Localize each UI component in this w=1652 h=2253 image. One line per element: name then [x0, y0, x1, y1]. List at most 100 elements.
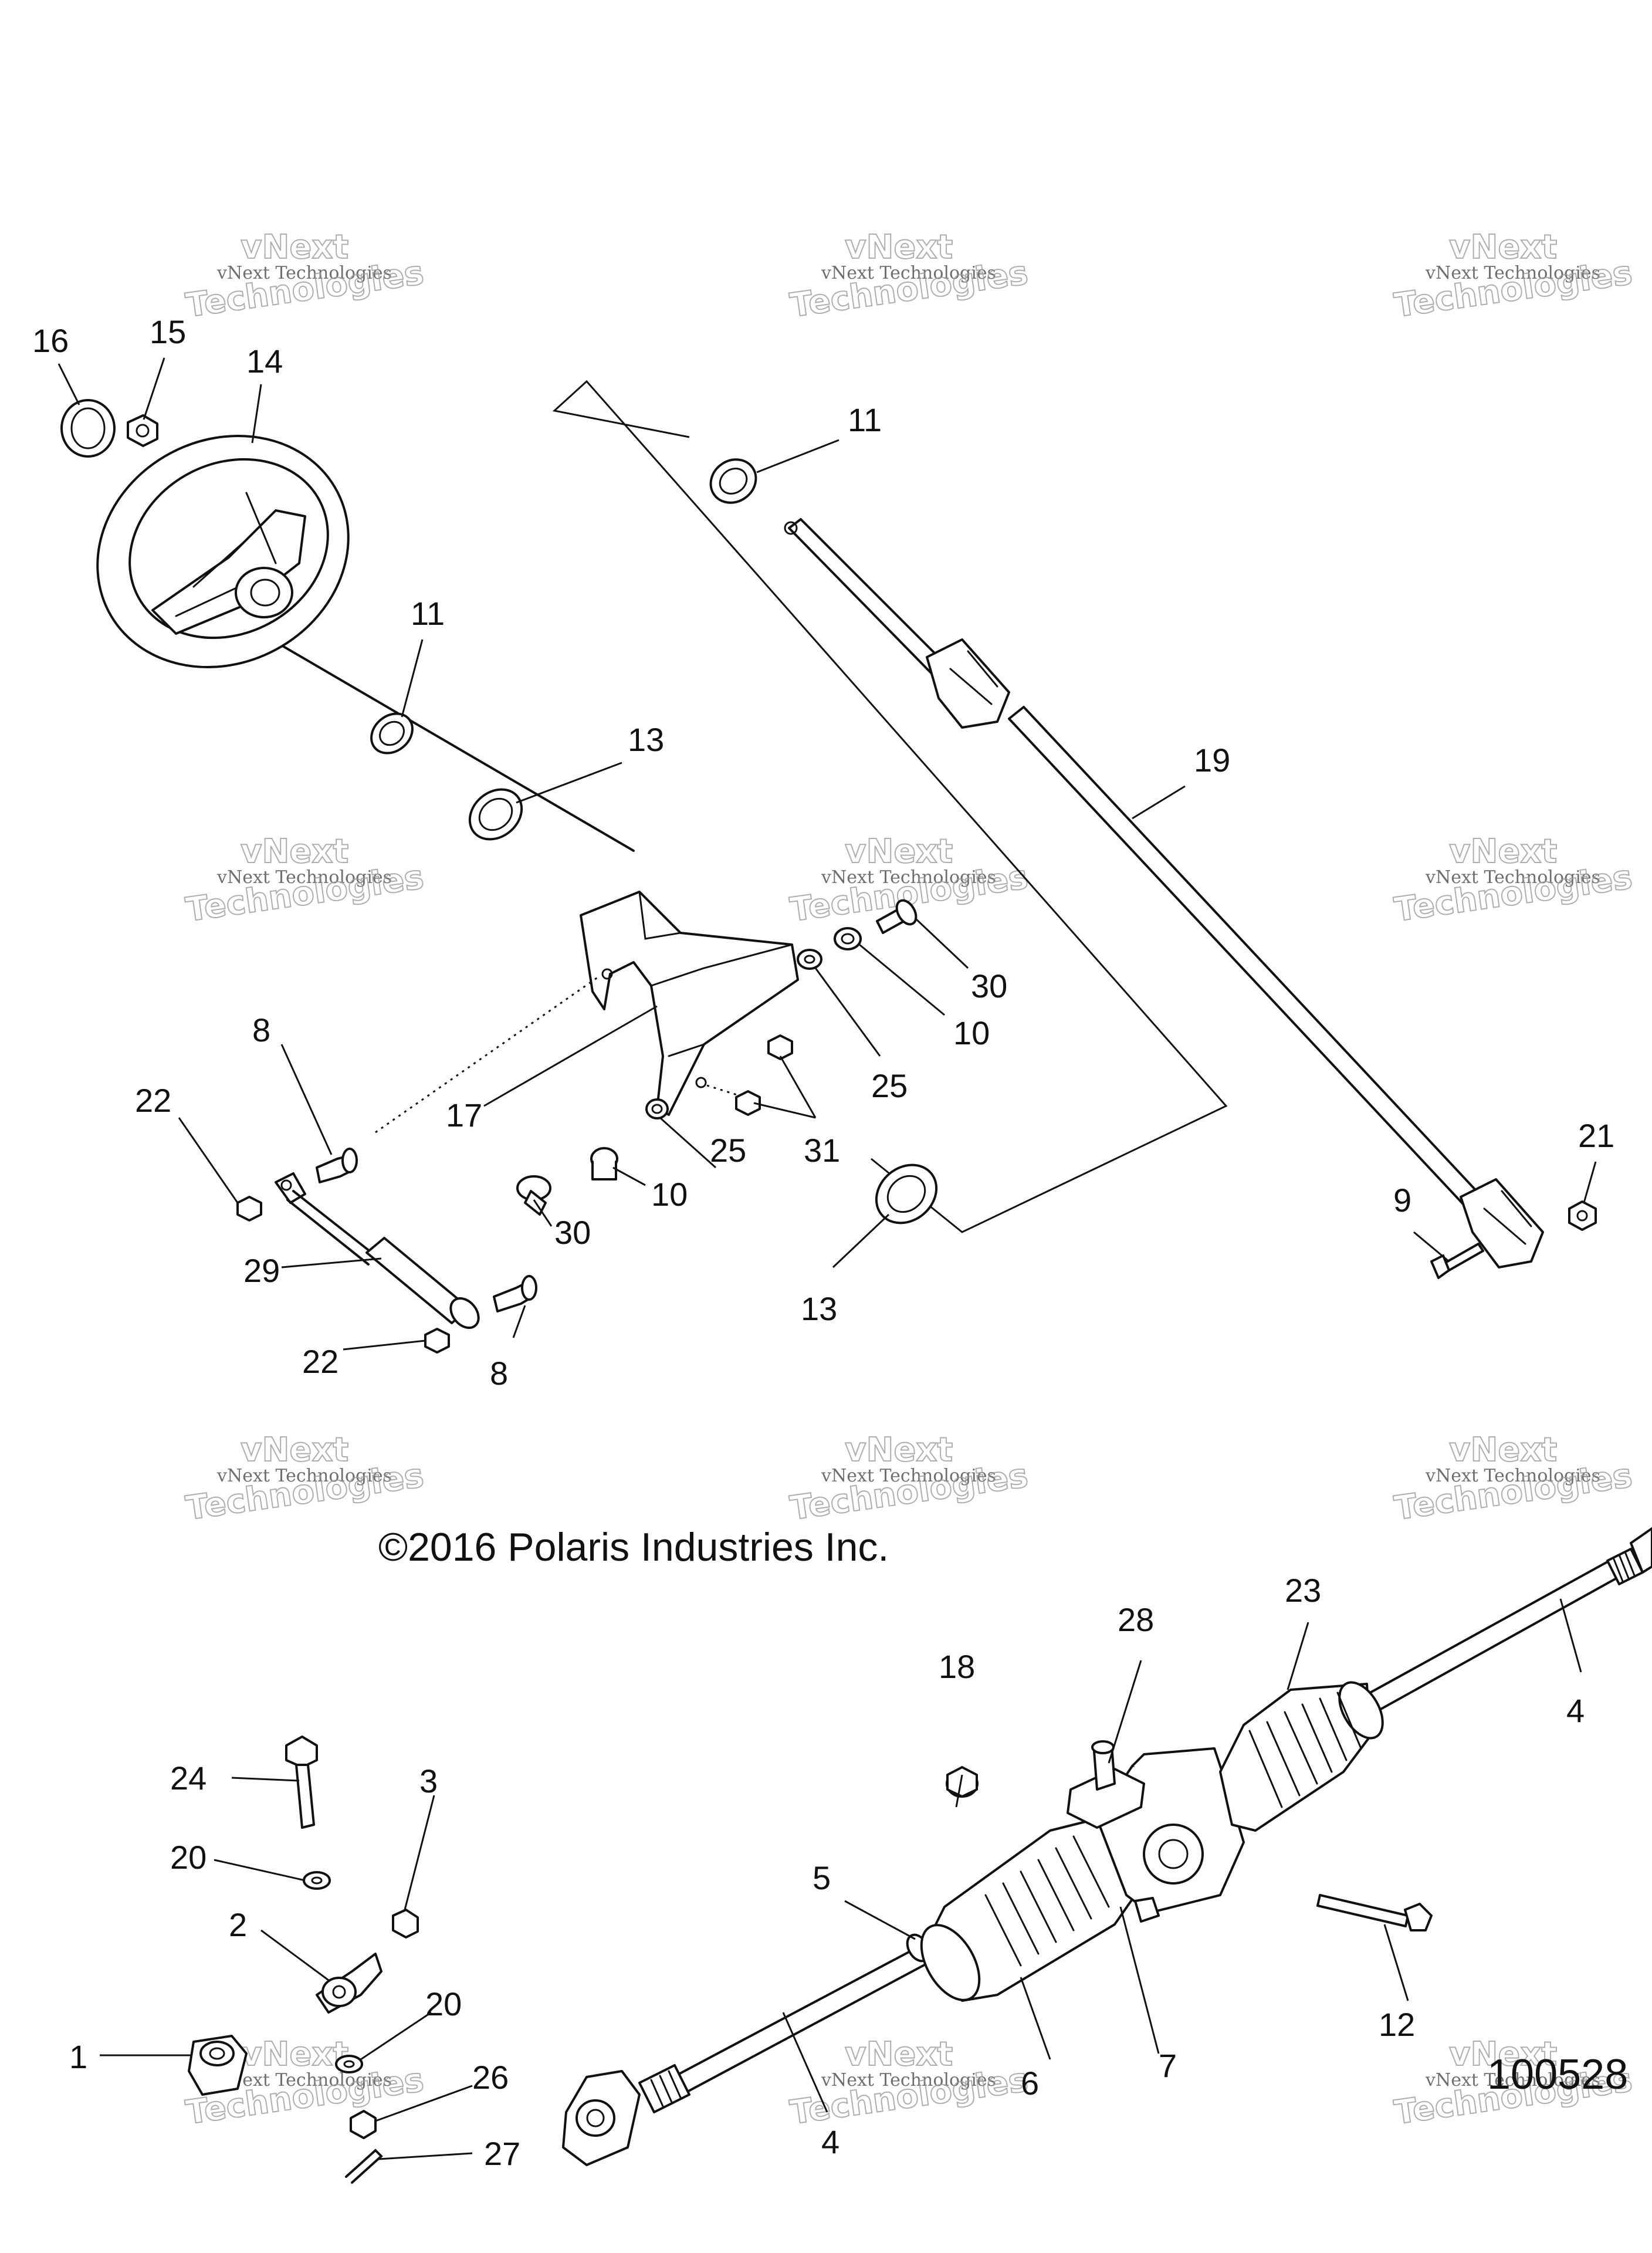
svg-text:vNext Technologies: vNext Technologies: [216, 2070, 392, 2090]
part-bolt-8-lower: [493, 1275, 537, 1312]
callout-12: 12: [1379, 2006, 1415, 2043]
callout-4-right: 4: [1566, 1692, 1585, 1729]
svg-text:vNext: vNext: [241, 2035, 348, 2073]
part-bushing-11-right: [709, 458, 757, 504]
column-axis-line: [280, 644, 635, 852]
callout-17: 17: [446, 1097, 482, 1134]
watermark-11: vNext vNext Technologies Technologies: [787, 2035, 1031, 2133]
callout-5: 5: [813, 1859, 831, 1896]
callout-8-lower: 8: [490, 1355, 508, 1392]
part-cotter-pin: [345, 2149, 383, 2184]
callout-20-upper: 20: [170, 1839, 206, 1876]
callout-27: 27: [484, 2135, 520, 2172]
callout-26: 26: [472, 2059, 509, 2096]
part-bolt-30-upper: [876, 899, 918, 934]
callouts: 16 15 14 11 13 11 19 30 10 25 17 8 22 30…: [32, 313, 1614, 2172]
part-nut-21: [1568, 1200, 1597, 1231]
part-bolt-12: [1316, 1894, 1433, 1931]
callout-13-upper: 13: [628, 721, 664, 758]
part-bearing-13-upper: [468, 788, 523, 841]
callout-11-left: 11: [411, 595, 445, 632]
watermark-4: vNext vNext Technologies Technologies: [183, 832, 426, 930]
callout-23: 23: [1285, 1572, 1321, 1609]
part-bolt-9: [1430, 1243, 1484, 1279]
svg-text:vNext: vNext: [845, 2035, 953, 2073]
callout-29: 29: [243, 1252, 280, 1289]
callout-8-upper: 8: [252, 1012, 270, 1048]
part-boot-right: [1219, 1681, 1384, 1832]
part-washer-20-lower: [335, 2055, 363, 2073]
callout-16: 16: [32, 322, 69, 359]
watermark-6: vNext vNext Technologies Technologies: [1392, 832, 1635, 930]
part-column-bracket: [580, 891, 799, 1116]
svg-text:vNext: vNext: [241, 228, 348, 266]
part-tie-rod-left: [562, 1935, 949, 2166]
copyright-text: ©2016 Polaris Industries Inc.: [378, 1525, 889, 1569]
part-cap: [60, 399, 116, 458]
callout-14: 14: [246, 343, 283, 380]
svg-text:vNext Technologies: vNext Technologies: [821, 2070, 996, 2090]
part-bolt-8-upper: [316, 1148, 358, 1183]
callout-21: 21: [1578, 1117, 1614, 1154]
callout-22-lower: 22: [302, 1343, 338, 1380]
callout-25-upper: 25: [871, 1067, 908, 1104]
part-nut-22-lower: [424, 1328, 450, 1354]
part-washer-20-upper: [303, 1871, 331, 1890]
part-nut-22-upper: [236, 1196, 262, 1222]
callout-19: 19: [1194, 742, 1230, 779]
part-bolt-24: [285, 1736, 318, 1829]
callout-1: 1: [69, 2038, 87, 2075]
callout-30-upper: 30: [971, 967, 1007, 1004]
part-steering-shaft: [784, 518, 1544, 1268]
leader-lines: [57, 357, 1597, 2160]
part-nut-26: [350, 2110, 377, 2139]
callout-3: 3: [419, 1763, 438, 1799]
svg-text:vNext: vNext: [1449, 228, 1557, 266]
callout-24: 24: [170, 1760, 206, 1797]
callout-11-right: 11: [848, 401, 882, 438]
watermark-12: vNext vNext Technologies Technologies: [1392, 2035, 1635, 2133]
alignment-dashed-line-2: [706, 1084, 754, 1101]
watermark-3: vNext vNext Technologies Technologies: [1392, 228, 1635, 326]
part-boot-left: [920, 1818, 1136, 2002]
svg-text:vNext Technologies: vNext Technologies: [1425, 1466, 1600, 1486]
svg-text:vNext: vNext: [241, 833, 348, 871]
callout-15: 15: [150, 313, 186, 350]
part-washer-25-upper: [797, 949, 822, 970]
part-nut-3: [392, 1909, 419, 1939]
part-nut-18: [946, 1766, 979, 1798]
watermark-1: vNext vNext Technologies Technologies: [183, 228, 426, 326]
callout-13-lower: 13: [801, 1290, 837, 1327]
svg-text:vNext Technologies: vNext Technologies: [821, 263, 996, 283]
callout-25-lower: 25: [710, 1132, 746, 1169]
callout-31: 31: [804, 1132, 840, 1169]
part-pinion: [1067, 1740, 1145, 1829]
svg-text:vNext Technologies: vNext Technologies: [216, 1466, 392, 1486]
part-rod-end: [316, 1953, 382, 2014]
svg-text:vNext Technologies: vNext Technologies: [821, 867, 996, 888]
svg-text:vNext: vNext: [1449, 1431, 1557, 1469]
callout-20-lower: 20: [425, 1985, 462, 2022]
part-steering-wheel: [96, 434, 350, 669]
part-nut-31-right: [767, 1034, 793, 1060]
watermark-9: vNext vNext Technologies Technologies: [1392, 1430, 1635, 1528]
svg-text:vNext Technologies: vNext Technologies: [821, 1466, 996, 1486]
svg-text:vNext Technologies: vNext Technologies: [1425, 263, 1600, 283]
part-bushing-block: [188, 2035, 248, 2096]
part-nut-31-left: [735, 1090, 761, 1116]
part-spacer-10-upper: [834, 927, 862, 950]
svg-text:vNext Technologies: vNext Technologies: [216, 263, 392, 283]
part-bearing-13-lower: [875, 1163, 938, 1224]
part-spacer-10-lower: [590, 1147, 618, 1180]
callout-22-upper: 22: [135, 1082, 171, 1119]
svg-text:vNext: vNext: [845, 1431, 953, 1469]
callout-10-lower: 10: [651, 1176, 688, 1213]
watermark-2: vNext vNext Technologies Technologies: [787, 228, 1031, 326]
part-bolt-30-lower: [516, 1175, 551, 1216]
part-nut-15: [127, 414, 158, 447]
svg-text:vNext: vNext: [845, 228, 953, 266]
part-bushing-11-left: [370, 712, 414, 755]
part-tie-rod-right: [1342, 1527, 1652, 1726]
watermark-8: vNext vNext Technologies Technologies: [787, 1430, 1031, 1528]
